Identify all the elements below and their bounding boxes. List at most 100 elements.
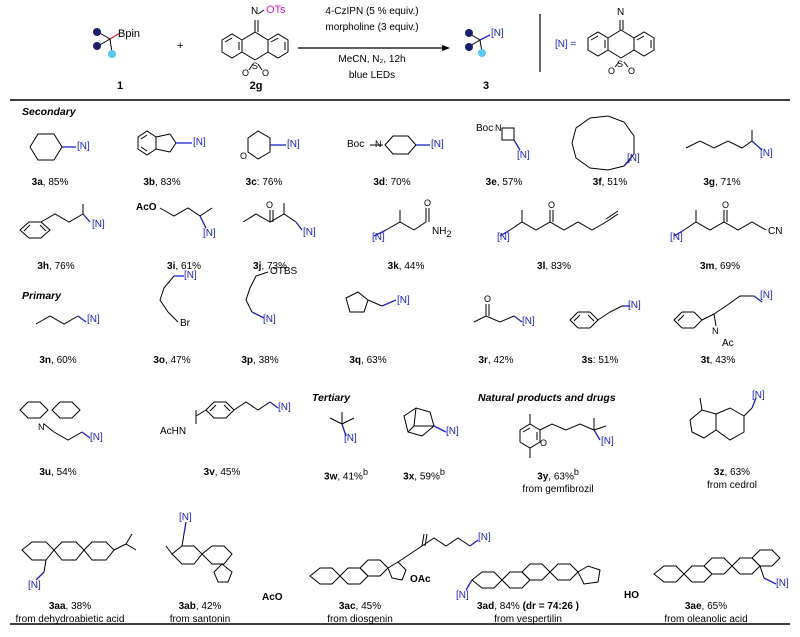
structure-3m bbox=[673, 210, 767, 237]
n-label-3m: [N] bbox=[670, 232, 683, 243]
ots-label: OTs bbox=[266, 4, 286, 16]
imine-n-label: N bbox=[251, 6, 259, 17]
definition-n-atom: N bbox=[617, 7, 625, 18]
caption-3r: 3r, 42% bbox=[478, 355, 514, 366]
structure-3o bbox=[159, 275, 184, 323]
caption-3w: 3w, 41%b bbox=[324, 467, 368, 483]
n-label-3ad: [N] bbox=[456, 590, 469, 601]
n-label-3a: [N] bbox=[77, 141, 90, 152]
n-label-3b: [N] bbox=[193, 137, 206, 148]
structure-3ae bbox=[653, 549, 781, 585]
structure-3t bbox=[673, 295, 763, 329]
o-label-3c: O bbox=[240, 151, 248, 161]
nh2-subscript: 2 bbox=[446, 229, 452, 239]
caption-3l: 3l, 83% bbox=[537, 261, 571, 272]
n-label-3n: [N] bbox=[87, 314, 100, 325]
n-label-3l: [N] bbox=[497, 232, 510, 243]
structure-3h bbox=[19, 204, 91, 239]
definition-o-right: O bbox=[628, 66, 636, 76]
n-label-3y: [N] bbox=[601, 436, 614, 447]
ho-label-3ae: HO bbox=[624, 590, 639, 601]
condition-light: blue LEDs bbox=[348, 70, 396, 81]
dark-dot-icon bbox=[93, 42, 101, 50]
dark-dot-icon bbox=[465, 43, 473, 51]
reactant-1-number: 1 bbox=[116, 80, 124, 92]
caption-3ac: 3ac, 45%from diosgenin bbox=[327, 601, 393, 625]
n-label-3r: [N] bbox=[522, 316, 535, 327]
caption-3e: 3e, 57% bbox=[485, 177, 523, 188]
nh-text: NH bbox=[432, 226, 447, 237]
structure-3k bbox=[373, 208, 430, 237]
n-label-3j: [N] bbox=[303, 227, 316, 238]
structure-3ab bbox=[165, 521, 233, 583]
n-atom-3e: N bbox=[495, 123, 502, 133]
structure-3u bbox=[19, 401, 91, 441]
n-label-3c: [N] bbox=[287, 139, 300, 150]
structure-3a bbox=[29, 133, 76, 161]
n-atom-3u: N bbox=[38, 422, 45, 432]
caption-3i: 3i, 61% bbox=[167, 261, 201, 272]
n-definition-label: [N] = bbox=[555, 39, 577, 50]
structure-3g bbox=[685, 130, 763, 151]
structure-3l bbox=[499, 210, 619, 237]
n-label-3u: [N] bbox=[90, 432, 103, 443]
structure-3e bbox=[501, 127, 521, 151]
o-label-3m: O bbox=[722, 200, 730, 210]
structure-3f bbox=[571, 115, 635, 171]
caption-3v: 3v, 45% bbox=[203, 467, 241, 478]
n-label-3f: [N] bbox=[627, 153, 640, 164]
dark-dot-icon bbox=[93, 28, 101, 36]
o-label-3r: O bbox=[484, 294, 492, 304]
boc-label-3d: Boc bbox=[347, 139, 365, 150]
n-label-3z: [N] bbox=[752, 390, 765, 401]
n-label-3t: [N] bbox=[760, 290, 773, 301]
caption-3j: 3j, 73% bbox=[253, 261, 287, 272]
n-label-3s: [N] bbox=[628, 300, 641, 311]
o-label-3j: O bbox=[266, 200, 274, 210]
n-label-3ac: [N] bbox=[478, 532, 491, 543]
caption-3t: 3t, 43% bbox=[700, 355, 736, 366]
caption-3n: 3n, 60% bbox=[39, 355, 77, 366]
n-label-3d: [N] bbox=[431, 139, 444, 150]
condition-catalyst: 4-CzIPN (5 % equiv.) bbox=[325, 6, 419, 17]
n-label-3q: [N] bbox=[397, 295, 410, 306]
aco-label-3i: AcO bbox=[136, 202, 157, 213]
n-label-3ab: [N] bbox=[179, 512, 192, 523]
structure-3v bbox=[195, 401, 279, 424]
n-label-3e: [N] bbox=[517, 150, 530, 161]
n-atom-3d: N bbox=[375, 139, 382, 149]
structure-3p bbox=[245, 271, 269, 319]
structure-3x bbox=[403, 407, 447, 437]
n-label-3g: [N] bbox=[760, 148, 773, 159]
structure-3i bbox=[159, 207, 213, 229]
structure-3ad bbox=[465, 563, 601, 591]
structure-3aa bbox=[21, 533, 137, 581]
condition-base: morpholine (3 equiv.) bbox=[325, 22, 419, 33]
caption-3x: 3x, 59%b bbox=[403, 467, 445, 483]
n-label-3p: [N] bbox=[263, 314, 276, 325]
section-primary: Primary bbox=[22, 290, 62, 302]
sulfone-o-left-label: O bbox=[242, 68, 250, 78]
caption-3aa: 3aa, 38%from dehydroabietic acid bbox=[15, 601, 125, 625]
o-label-3y: O bbox=[540, 438, 548, 448]
otbs-label-3p: OTBS bbox=[270, 266, 298, 277]
n-label-3w: [N] bbox=[344, 433, 357, 444]
br-label-3o: Br bbox=[180, 318, 190, 329]
caption-3z: 3z, 63%from cedrol bbox=[706, 467, 758, 491]
structure-3r bbox=[473, 304, 523, 323]
reactant-1-structure bbox=[93, 28, 121, 58]
structure-3z bbox=[689, 397, 757, 441]
ac-label-3t: Ac bbox=[722, 338, 734, 349]
caption-3o: 3o, 47% bbox=[153, 355, 191, 366]
n-label-3v: [N] bbox=[278, 402, 291, 413]
product-3-number: 3 bbox=[482, 80, 490, 92]
product-n-label: [N] bbox=[491, 28, 504, 39]
n-label-3ae: [N] bbox=[776, 578, 789, 589]
structure-3y bbox=[519, 414, 607, 458]
reactant-2g-structure bbox=[221, 9, 289, 71]
caption-3c: 3c: 76% bbox=[245, 177, 283, 188]
sulfone-o-right-label: O bbox=[262, 68, 270, 78]
light-dot-icon bbox=[108, 50, 116, 58]
